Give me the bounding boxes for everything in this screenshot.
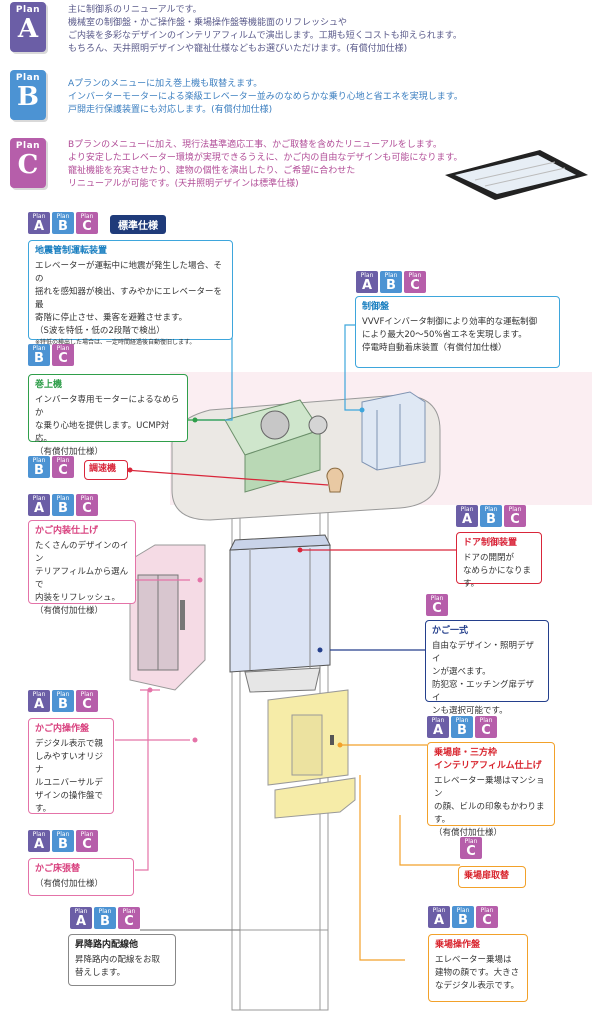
governor-callout: 調速機 [84, 460, 128, 480]
elevator-car-image [229, 534, 331, 693]
control-cabinet-image [361, 391, 426, 471]
plan-c-description: Bプランのメニューに加え、現行法基準適応工事、かご取替を含めたリニューアルをしま… [68, 140, 463, 189]
car-panel-callout: かご内操作盤 デジタル表示で親しみやすいオリジナルユニバーサルデザインの操作盤で… [28, 718, 114, 814]
control-panel-callout: 制御盤 VVVFインバータ制御により効率的な運転制御により最大20〜50%省エネ… [355, 296, 560, 368]
ceiling-light-image [445, 150, 588, 200]
plan-b-description: Aプランのメニューに加え巻上機も取替えます。インバーターモーターによる楽級エレベ… [68, 79, 463, 115]
seismic-control-callout: 地震管制運転装置 エレベーターが運転中に地震が発生した場合、その揺れを感知器が検… [28, 240, 233, 346]
car-interior-callout: かご内装仕上げ たくさんのデザインのインテリアフィルムから選んで内装をリフレッシ… [28, 520, 136, 616]
car-set-callout: かご一式 自由なデザイン・照明デザインが選べます。防犯窓・エッチング扉デザインも… [425, 620, 549, 716]
landing-door-callout: 乗場扉・三方枠 インテリアフィルム仕上げ エレベーター乗場はマンションの顔、ビル… [427, 742, 555, 838]
landing-door-image [267, 689, 356, 819]
car-floor-callout: かご床張替 （有償付加仕様） [28, 858, 134, 896]
standard-spec-label: 標準仕様 [110, 215, 166, 234]
car-interior-image [129, 544, 206, 691]
door-control-callout: ドア制御装置 ドアの開閉がなめらかになります。 [456, 532, 542, 589]
landing-panel-callout: 乗場操作盤 エレベーター乗場は建物の顔です。大きさなデジタル表示です。 [428, 934, 528, 1002]
plan-a-description: 主に制御系のリニューアルです。機械室の制御盤・かご操作盤・乗場操作盤等機能面のリ… [68, 5, 462, 54]
wiring-callout: 昇降路内配線他 昇降路内の配線をお取替えします。 [68, 934, 176, 986]
hoist-machine-image [224, 399, 328, 493]
hoist-callout: 巻上機 インバータ専用モーターによるなめらかな乗り心地を提供します。UCMP対応… [28, 374, 188, 457]
landing-door-replace-callout: 乗場扉取替 [458, 866, 526, 888]
